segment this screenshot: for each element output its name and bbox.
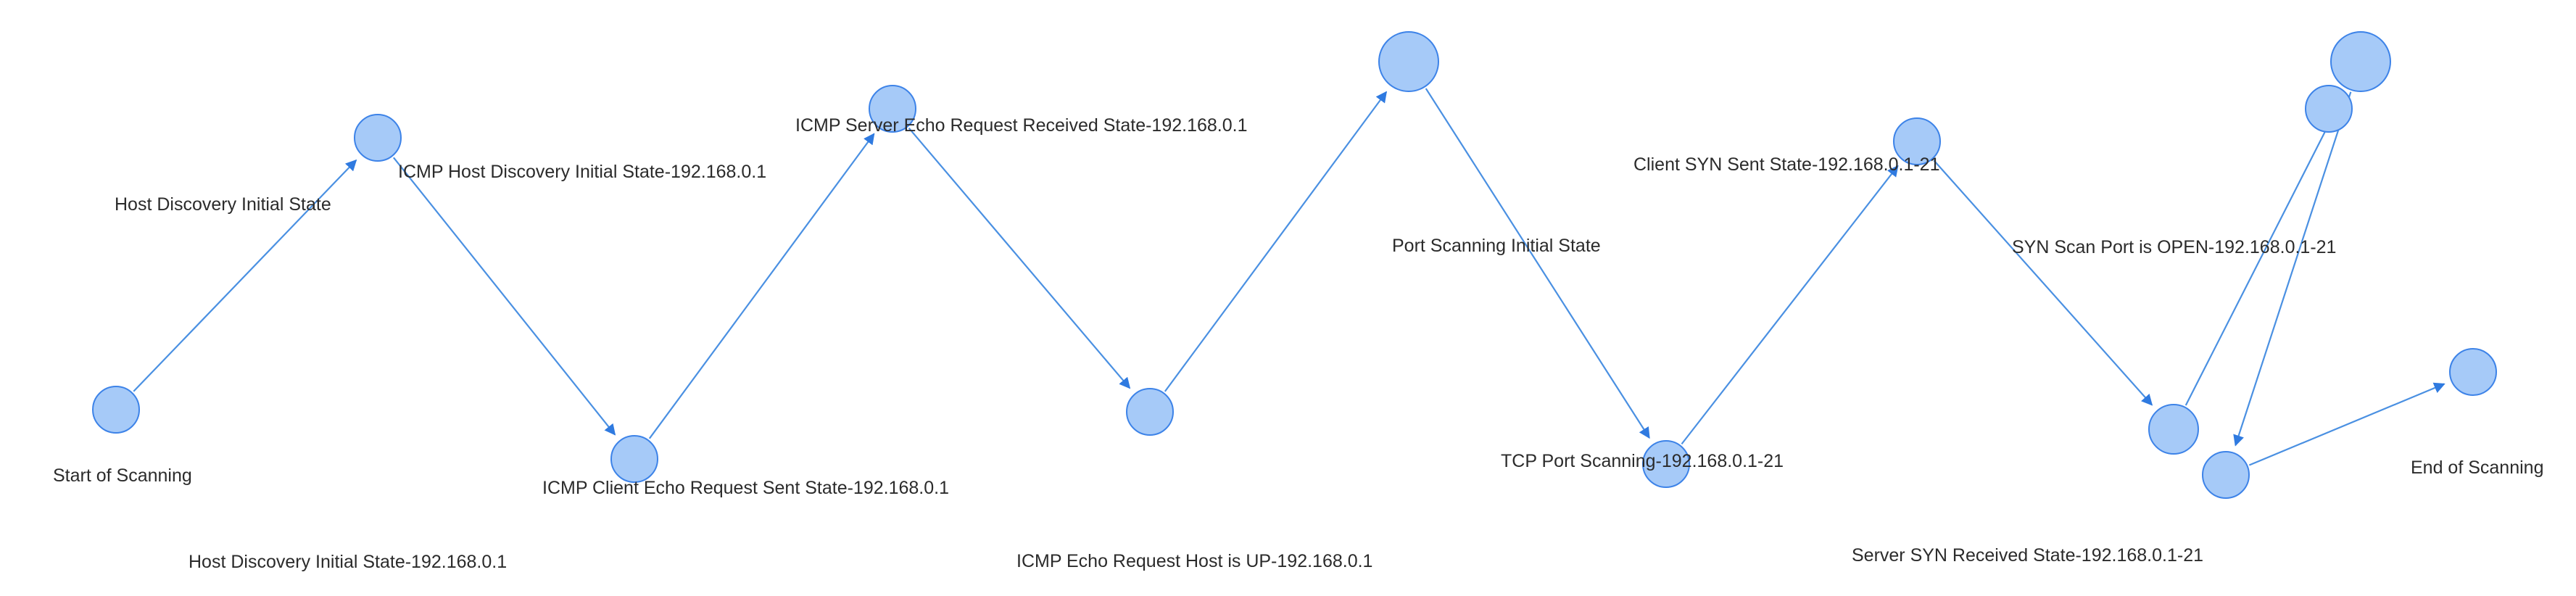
edge-n5-to-n6 xyxy=(1425,88,1650,439)
node-label-n9: Client SYN Sent State-192.168.0.1-21 xyxy=(1633,154,1940,175)
node-label-n0: Start of Scanning xyxy=(53,465,192,486)
edge-n9-to-n10 xyxy=(2233,91,2352,447)
graph-node-n11[interactable] xyxy=(2305,85,2353,133)
node-label-n11: SYN Scan Port is OPEN-192.168.0.1-21 xyxy=(2012,237,2337,257)
edge-n1-to-n2 xyxy=(392,157,616,436)
node-label-n8: TCP Port Scanning-192.168.0.1-21 xyxy=(1501,451,1784,471)
node-label-n3: ICMP Host Discovery Initial State-192.16… xyxy=(398,162,767,182)
edge-n7-to-n8 xyxy=(1933,160,2153,406)
graph-node-n9[interactable] xyxy=(2330,31,2391,92)
edge-n3-to-n4 xyxy=(908,127,1131,389)
edge-n6-to-n7 xyxy=(1681,165,1899,445)
graph-node-n8[interactable] xyxy=(2148,404,2199,455)
edge-n8-to-n9 xyxy=(2184,94,2345,406)
node-label-n7: Port Scanning Initial State xyxy=(1392,236,1601,256)
graph-node-n10[interactable] xyxy=(2202,451,2250,499)
node-label-n12: End of Scanning xyxy=(2411,458,2544,478)
node-label-n1: Host Discovery Initial State xyxy=(115,194,331,215)
graph-node-n1[interactable] xyxy=(354,114,402,162)
graph-node-n12[interactable] xyxy=(2449,348,2497,396)
edge-n2-to-n3 xyxy=(648,133,875,439)
edge-n4-to-n5 xyxy=(1164,91,1388,392)
graph-node-n3[interactable] xyxy=(869,85,916,133)
graph-node-n2[interactable] xyxy=(610,435,658,483)
graph-node-n4[interactable] xyxy=(1126,388,1174,436)
node-label-n6: ICMP Echo Request Host is UP-192.168.0.1 xyxy=(1016,551,1373,571)
edge-n0-to-n1 xyxy=(133,159,357,392)
node-label-n5: ICMP Server Echo Request Received State-… xyxy=(795,115,1248,136)
edge-n10-to-n12 xyxy=(2248,382,2445,466)
graph-node-n5[interactable] xyxy=(1378,31,1439,92)
node-label-n4: ICMP Client Echo Request Sent State-192.… xyxy=(542,478,949,498)
node-label-n10: Server SYN Received State-192.168.0.1-21 xyxy=(1852,545,2203,566)
node-label-n2: Host Discovery Initial State-192.168.0.1 xyxy=(189,552,508,572)
graph-node-n6[interactable] xyxy=(1642,440,1690,488)
graph-node-n0[interactable] xyxy=(92,386,140,434)
graph-node-n7[interactable] xyxy=(1893,117,1941,165)
